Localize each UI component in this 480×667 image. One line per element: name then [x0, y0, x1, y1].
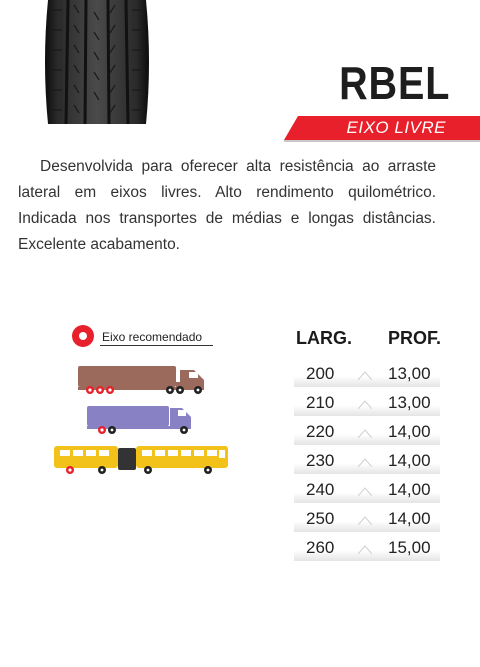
bus-yellow-icon [54, 446, 228, 474]
row-separator-icon [358, 458, 372, 467]
category-ribbon [284, 116, 480, 142]
truck-brown-icon [78, 366, 204, 394]
row-separator-icon [358, 545, 372, 554]
row-separator-icon [358, 516, 372, 525]
tire-tread-image [45, 0, 149, 124]
vehicle-illustrations [54, 366, 228, 474]
table-row: 260 15,00 [294, 534, 440, 561]
legend-divider [100, 345, 213, 346]
category-label: EIXO LIVRE [346, 118, 446, 137]
prof-cell: 14,00 [388, 509, 431, 528]
table-row: 230 14,00 [294, 447, 440, 474]
product-title: RBEL [338, 57, 450, 109]
recommended-axle-icon [72, 325, 94, 347]
larg-cell: 240 [306, 480, 335, 499]
larg-cell: 220 [306, 422, 335, 441]
table-row: 250 14,00 [294, 505, 440, 532]
product-description: Desenvolvida para oferecer alta resistên… [18, 158, 436, 253]
table-row: 220 14,00 [294, 418, 440, 445]
row-separator-icon [358, 487, 372, 496]
larg-cell: 250 [306, 509, 335, 528]
row-separator-icon [358, 400, 372, 409]
prof-cell: 14,00 [388, 422, 431, 441]
row-separator-icon [358, 371, 372, 380]
larg-cell: 210 [306, 393, 335, 412]
column-header-larg: LARG. [296, 328, 352, 348]
table-row: 240 14,00 [294, 476, 440, 503]
prof-cell: 14,00 [388, 480, 431, 499]
prof-cell: 15,00 [388, 538, 431, 557]
table-row: 210 13,00 [294, 389, 440, 416]
row-separator-icon [358, 429, 372, 438]
prof-cell: 14,00 [388, 451, 431, 470]
legend-label: Eixo recomendado [102, 330, 203, 344]
larg-cell: 260 [306, 538, 335, 557]
truck-purple-icon [87, 406, 191, 434]
larg-cell: 200 [306, 364, 335, 383]
prof-cell: 13,00 [388, 364, 431, 383]
column-header-prof: PROF. [388, 328, 442, 348]
prof-cell: 13,00 [388, 393, 431, 412]
table-row: 200 13,00 [294, 360, 440, 387]
larg-cell: 230 [306, 451, 335, 470]
